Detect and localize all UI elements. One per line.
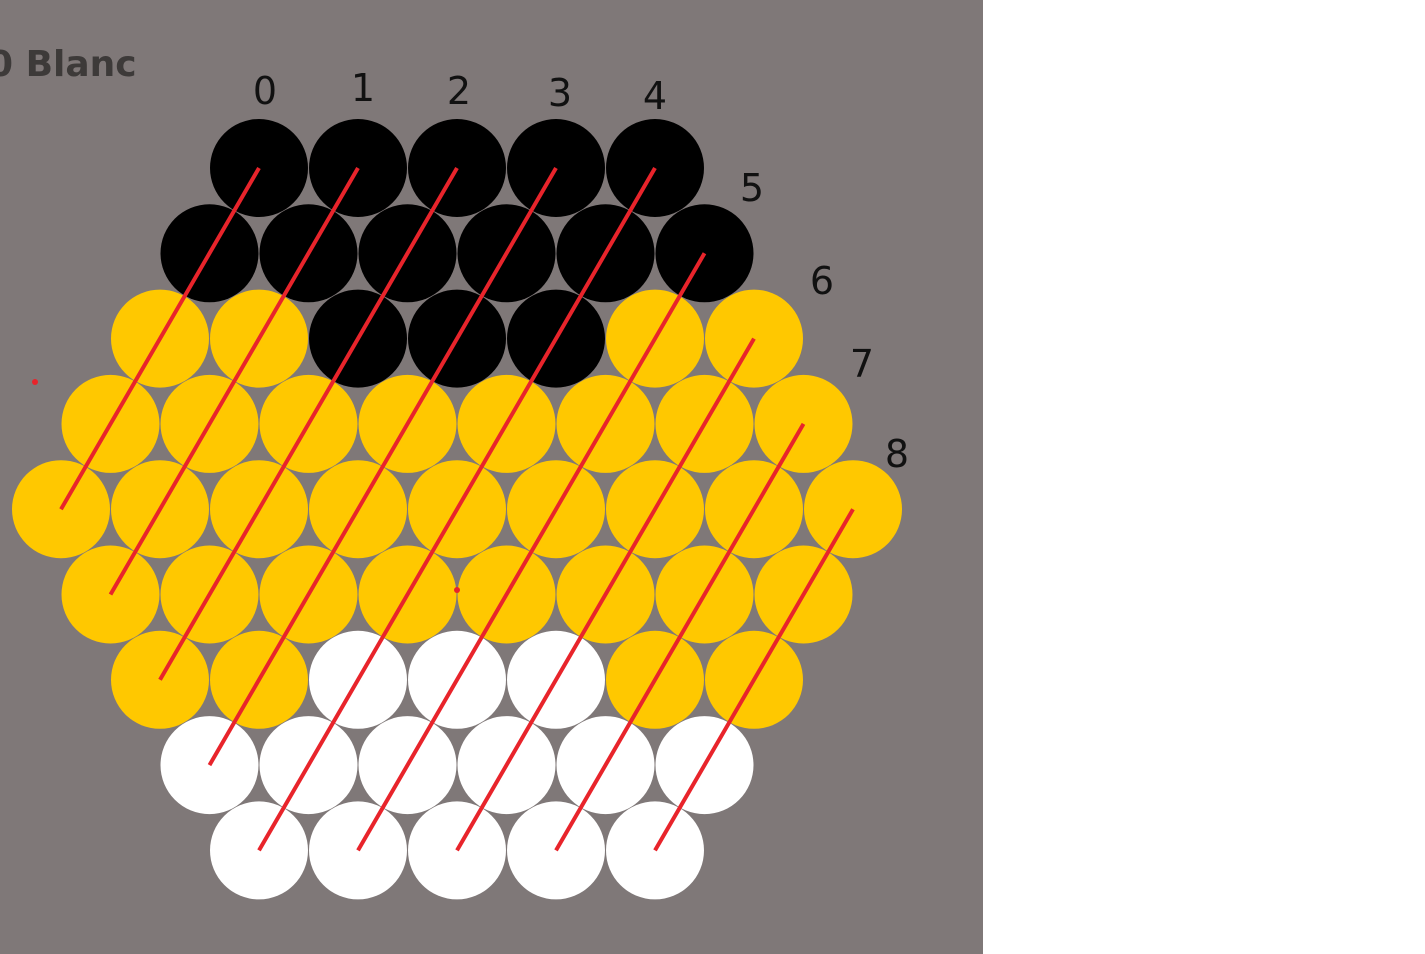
row-label-2: 2 xyxy=(447,69,471,113)
color-title: 0 Blanc xyxy=(0,44,137,85)
bead-pattern-board: 0 1 2 3 4 5 67 8 xyxy=(0,0,983,954)
thread-path-1 xyxy=(108,166,360,596)
thread-path-2 xyxy=(158,166,459,681)
row-label-1: 1 xyxy=(351,66,375,110)
bead-black xyxy=(655,204,754,303)
row-label-group: 0 1 2 3 4 5 67 8 xyxy=(253,66,909,476)
row-label-3: 3 xyxy=(548,71,572,115)
thread-path-group xyxy=(32,166,855,852)
row-label-6: 6 xyxy=(810,259,834,303)
row-label-0: 0 xyxy=(253,69,277,113)
stray-mark xyxy=(454,587,460,593)
thread-path-0 xyxy=(59,166,261,511)
thread-path-6 xyxy=(455,337,756,852)
row-label-5: 5 xyxy=(740,166,764,210)
thread-path-7 xyxy=(554,422,806,852)
row-label-4: 4 xyxy=(643,74,667,118)
thread-path-5 xyxy=(356,252,707,852)
thread-path-4 xyxy=(257,166,657,852)
stray-mark xyxy=(32,379,38,385)
row-label-8: 8 xyxy=(885,432,909,476)
row-label-7: 7 xyxy=(850,342,874,386)
thread-path-3 xyxy=(207,166,558,767)
thread-path-8 xyxy=(653,508,855,852)
